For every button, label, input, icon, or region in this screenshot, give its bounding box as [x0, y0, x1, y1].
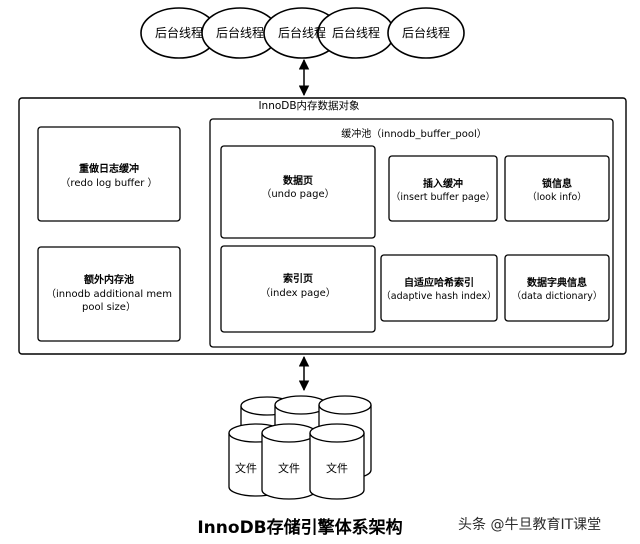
redo-log-buffer-box: [37, 126, 181, 222]
diagram-caption: InnoDB存储引擎体系架构: [197, 517, 402, 538]
undo-page-en: （undo page）: [261, 188, 334, 200]
redo-log-buffer-name: 重做日志缓冲: [79, 162, 139, 175]
index-page-name: 索引页: [283, 272, 313, 285]
lock-info-name: 锁信息: [542, 177, 572, 190]
data-dictionary-box: [504, 254, 610, 322]
adaptive-hash-index-box: [380, 254, 498, 322]
undo-page-box: [220, 145, 376, 239]
background-thread-label: 后台线程: [332, 25, 380, 40]
insert-buffer-box: [388, 155, 498, 222]
file-cylinder-3: [309, 423, 365, 500]
background-thread-label: 后台线程: [402, 25, 450, 40]
file-label: 文件: [326, 461, 348, 475]
background-threads: 后台线程 后台线程 后台线程 后台线程 后台线程: [140, 7, 465, 59]
additional-mem-pool-name: 额外内存池: [84, 273, 134, 286]
background-thread-label: 后台线程: [155, 25, 203, 40]
background-thread-5: [387, 7, 465, 59]
background-thread-label: 后台线程: [216, 25, 264, 40]
data-dictionary-name: 数据字典信息: [527, 276, 587, 289]
redo-log-buffer-en: （redo log buffer ）: [60, 177, 157, 189]
additional-mem-pool-box: [37, 246, 181, 342]
watermark: 头条 @牛旦教育IT课堂: [458, 516, 601, 533]
insert-buffer-name: 插入缓冲: [423, 177, 463, 190]
disk-files: 文件 文件 文件: [228, 395, 372, 500]
additional-mem-pool-en-1: （innodb additional mem: [46, 288, 172, 300]
file-label: 文件: [235, 461, 257, 475]
file-label: 文件: [278, 461, 300, 475]
insert-buffer-en: （insert buffer page）: [391, 191, 495, 203]
background-thread-label: 后台线程: [278, 25, 326, 40]
index-page-box: [220, 245, 376, 333]
lock-info-box: [504, 155, 610, 222]
memory-objects-title: InnoDB内存数据对象: [258, 99, 359, 112]
lock-info-en: （look info）: [527, 191, 587, 203]
index-page-en: （index page）: [260, 287, 336, 299]
adaptive-hash-index-en: （adaptive hash index）: [381, 290, 496, 302]
additional-mem-pool-en-2: pool size）: [82, 301, 136, 313]
data-dictionary-en: （data dictionary）: [512, 290, 603, 302]
adaptive-hash-index-name: 自适应哈希索引: [404, 276, 474, 289]
buffer-pool-title: 缓冲池（innodb_buffer_pool）: [341, 127, 486, 140]
undo-page-name: 数据页: [283, 174, 313, 187]
